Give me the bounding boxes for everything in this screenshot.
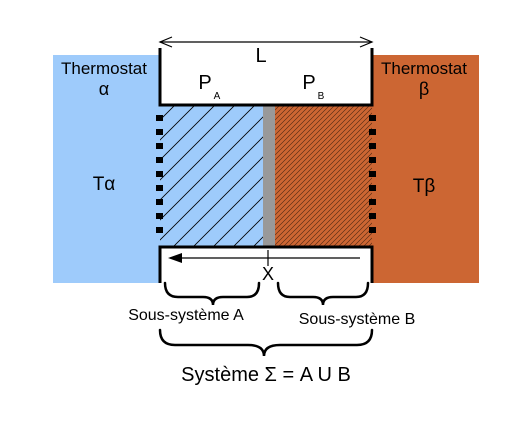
length-arrow [158,36,374,48]
subsystem-b-brace [276,281,370,306]
thermostat-alpha-block [53,55,160,283]
length-label: L [255,45,266,67]
piston [263,105,275,247]
pressure-b-subscript: B [318,91,325,102]
position-arrow [170,250,360,266]
subsystem-a-hatch [160,105,263,247]
position-label: X [262,264,274,284]
pressure-a-subscript: A [214,91,221,102]
thermostat-beta-greek: β [419,79,429,99]
pressure-b-symbol: P [302,72,315,94]
subsystem-a-brace [163,281,261,306]
thermostat-beta-block [372,55,479,283]
thermostat-alpha-title: Thermostat [61,59,147,78]
position-arrow-head [168,253,182,263]
diathermal-wall-left [156,115,163,233]
thermostat-beta-title: Thermostat [381,59,467,78]
pressure-a-symbol: P [198,72,211,94]
container-walls [158,48,374,283]
thermostat-beta-temperature: Tβ [413,176,436,197]
thermostat-alpha-greek: α [99,79,109,99]
diathermal-wall-right [369,115,376,233]
subsystem-b-hatch [275,105,372,247]
thermostat-alpha-temperature: Tα [93,174,116,195]
subsystem-a-label: Sous-système A [128,307,244,324]
system-label: Système Σ = A U B [181,364,351,386]
system-brace [158,328,374,357]
subsystem-b-label: Sous-système B [299,311,415,328]
